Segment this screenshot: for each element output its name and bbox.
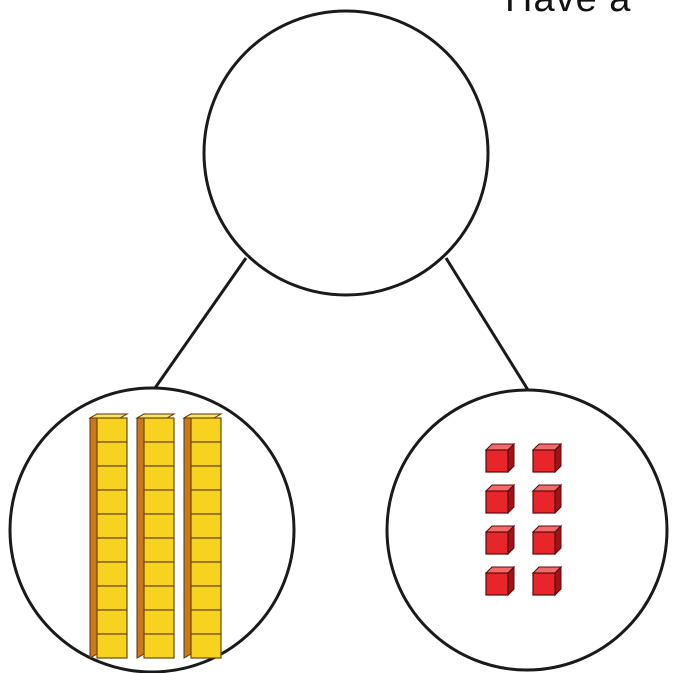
ten-rod-unit <box>190 609 222 635</box>
one-cube <box>484 442 516 474</box>
tens-rods-group <box>88 413 223 659</box>
connector-line-left <box>153 257 248 389</box>
ten-rod-unit <box>96 465 128 491</box>
one-cube <box>531 442 563 474</box>
ten-rod-unit <box>190 513 222 539</box>
ten-rod-unit <box>96 537 128 563</box>
ten-rod-unit <box>96 441 128 467</box>
part-circle-ones <box>385 388 669 672</box>
ten-rod-unit <box>143 417 175 443</box>
ten-rod-unit <box>190 441 222 467</box>
one-cube <box>484 483 516 515</box>
one-cube <box>531 483 563 515</box>
ten-rod <box>88 413 129 659</box>
ten-rod-unit <box>190 561 222 587</box>
ten-rod-unit <box>190 585 222 611</box>
ten-rod-unit <box>190 537 222 563</box>
one-cube <box>531 524 563 556</box>
ten-rod-unit <box>190 633 222 659</box>
ten-rod-unit <box>143 585 175 611</box>
ten-rod-unit <box>190 417 222 443</box>
ten-rod-unit <box>96 513 128 539</box>
one-cube <box>484 524 516 556</box>
ten-rod-unit <box>96 417 128 443</box>
one-cube <box>484 565 516 597</box>
ten-rod-unit <box>96 561 128 587</box>
ten-rod-unit <box>143 465 175 491</box>
ten-rod-unit <box>143 537 175 563</box>
ten-rod <box>135 413 176 659</box>
one-cube <box>531 565 563 597</box>
ten-rod-unit <box>96 585 128 611</box>
ten-rod-unit <box>143 489 175 515</box>
ten-rod-unit <box>190 489 222 515</box>
ten-rod-unit <box>96 609 128 635</box>
ten-rod-unit <box>143 609 175 635</box>
ten-rod-unit <box>143 633 175 659</box>
header-text-fragment: Have a <box>505 0 631 21</box>
ten-rod <box>182 413 223 659</box>
ones-cubes-group <box>484 442 563 597</box>
ten-rod-unit <box>96 489 128 515</box>
ten-rod-unit <box>190 465 222 491</box>
connector-line-right <box>444 257 530 391</box>
ten-rod-unit <box>143 441 175 467</box>
whole-circle <box>202 9 490 297</box>
ten-rod-unit <box>143 561 175 587</box>
ten-rod-unit <box>143 513 175 539</box>
ten-rod-unit <box>96 633 128 659</box>
